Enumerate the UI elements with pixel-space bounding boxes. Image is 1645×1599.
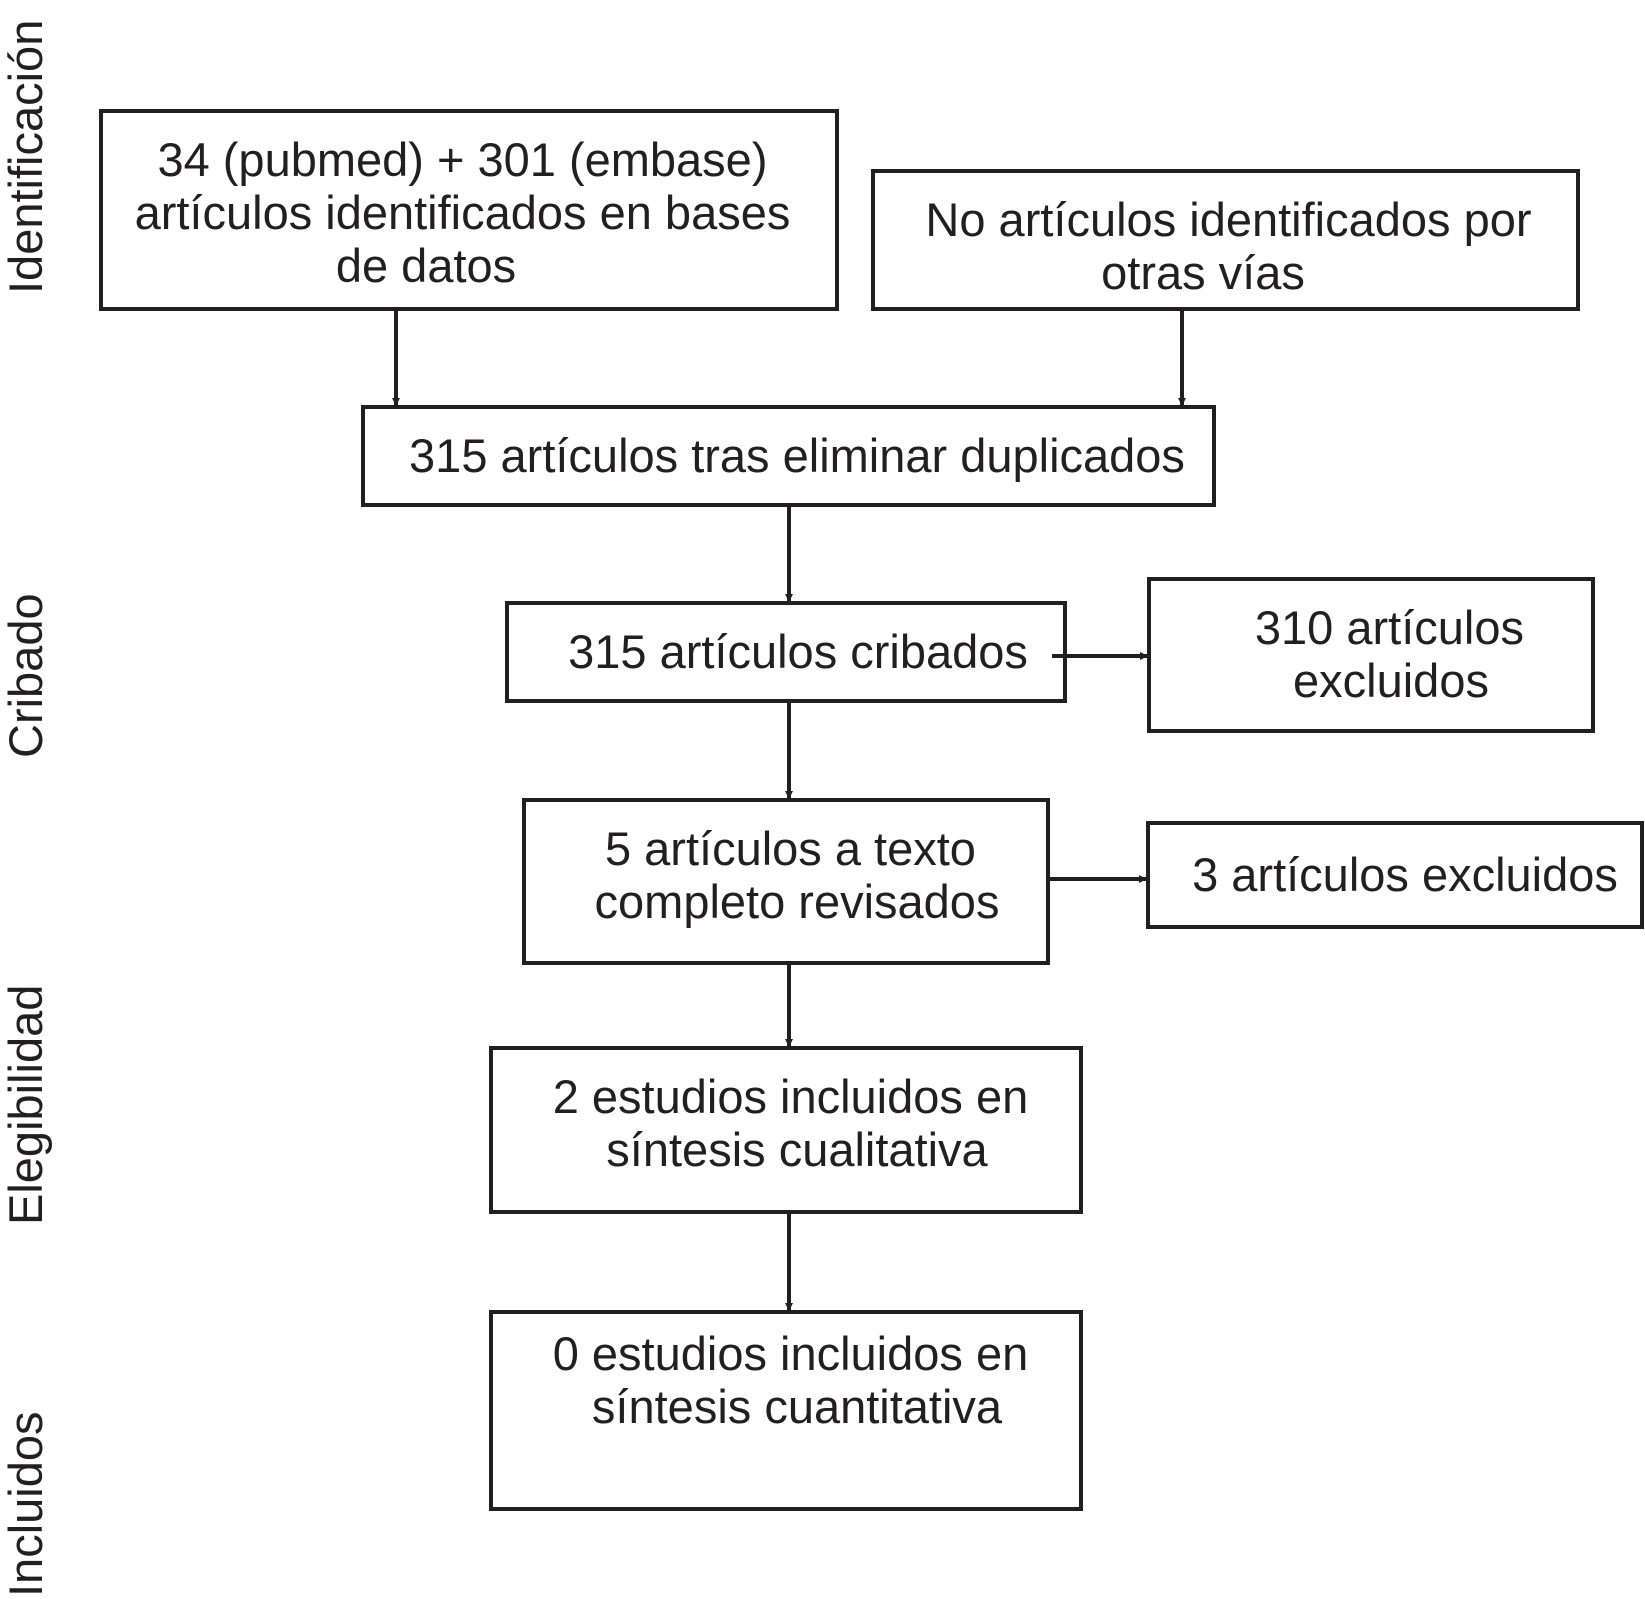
box-quantitative-line-1: 0 estudios incluidos en <box>553 1327 1029 1380</box>
box-excluded-screening: 310 artículos excluidos <box>1147 577 1595 733</box>
svg-text:0 estudios incluidos en: 0 estudios incluidos en síntesis cuantit… <box>553 1327 1042 1433</box>
box-other-sources: No artículos identificados por otras vía… <box>871 169 1580 311</box>
box-other-sources-line-2: otras vías <box>1101 246 1305 299</box>
box-qualitative-line-2: síntesis cualitativa <box>606 1123 988 1176</box>
svg-text:310 artículos excluidos: 310 artículos excluidos <box>1255 601 1537 707</box>
svg-text:No artículos identificados por: No artículos identificados por otras vía… <box>925 193 1544 299</box>
svg-text:3 artículos excluidos: 3 artículos excluidos <box>1192 848 1618 901</box>
svg-text:315 artículos tras eliminar du: 315 artículos tras eliminar duplicados <box>409 429 1185 482</box>
box-quantitative: 0 estudios incluidos en síntesis cuantit… <box>489 1310 1083 1511</box>
box-quantitative-line-2: síntesis cuantitativa <box>592 1380 1003 1433</box>
svg-text:315 artículos cribados: 315 artículos cribados <box>568 625 1028 678</box>
phase-label-cribado: Cribado <box>0 593 52 758</box>
box-excluded-fulltext-line-1: 3 artículos excluidos <box>1192 848 1618 901</box>
box-databases: 34 (pubmed) + 301 (embase) artículos ide… <box>99 109 839 311</box>
box-screened: 315 artículos cribados <box>505 601 1067 703</box>
svg-text:2 estudios incluidos en: 2 estudios incluidos en síntesis cualita… <box>553 1070 1042 1176</box>
box-databases-line-1: 34 (pubmed) + 301 (embase) <box>157 133 767 186</box>
box-other-sources-line-1: No artículos identificados por <box>925 193 1531 246</box>
box-excluded-fulltext: 3 artículos excluidos <box>1146 821 1644 929</box>
box-fulltext: 5 artículos a texto completo revisados <box>522 798 1050 965</box>
box-databases-line-3: de datos <box>336 239 516 292</box>
box-fulltext-line-2: completo revisados <box>595 875 1000 928</box>
box-excluded-screening-line-2: excluidos <box>1293 654 1489 707</box>
box-databases-line-2: artículos identificados en bases <box>135 186 791 239</box>
box-fulltext-line-1: 5 artículos a texto <box>605 822 976 875</box>
svg-text:5 artículos a texto comp: 5 artículos a texto completo revisados <box>595 822 1000 928</box>
box-qualitative-line-1: 2 estudios incluidos en <box>553 1070 1029 1123</box>
box-screened-line-1: 315 artículos cribados <box>568 625 1028 678</box>
box-qualitative: 2 estudios incluidos en síntesis cualita… <box>489 1046 1083 1214</box>
phase-label-incluidos: Incluidos <box>0 1412 52 1598</box>
phase-label-identificacion: Identificación <box>0 20 52 294</box>
phase-label-elegibilidad: Elegibilidad <box>0 985 52 1225</box>
svg-text:34 (pubmed) + 301 (embase): 34 (pubmed) + 301 (embase) artículos ide… <box>135 133 804 292</box>
box-after-duplicates-line-1: 315 artículos tras eliminar duplicados <box>409 429 1185 482</box>
box-after-duplicates: 315 artículos tras eliminar duplicados <box>361 405 1216 507</box>
box-excluded-screening-line-1: 310 artículos <box>1255 601 1524 654</box>
